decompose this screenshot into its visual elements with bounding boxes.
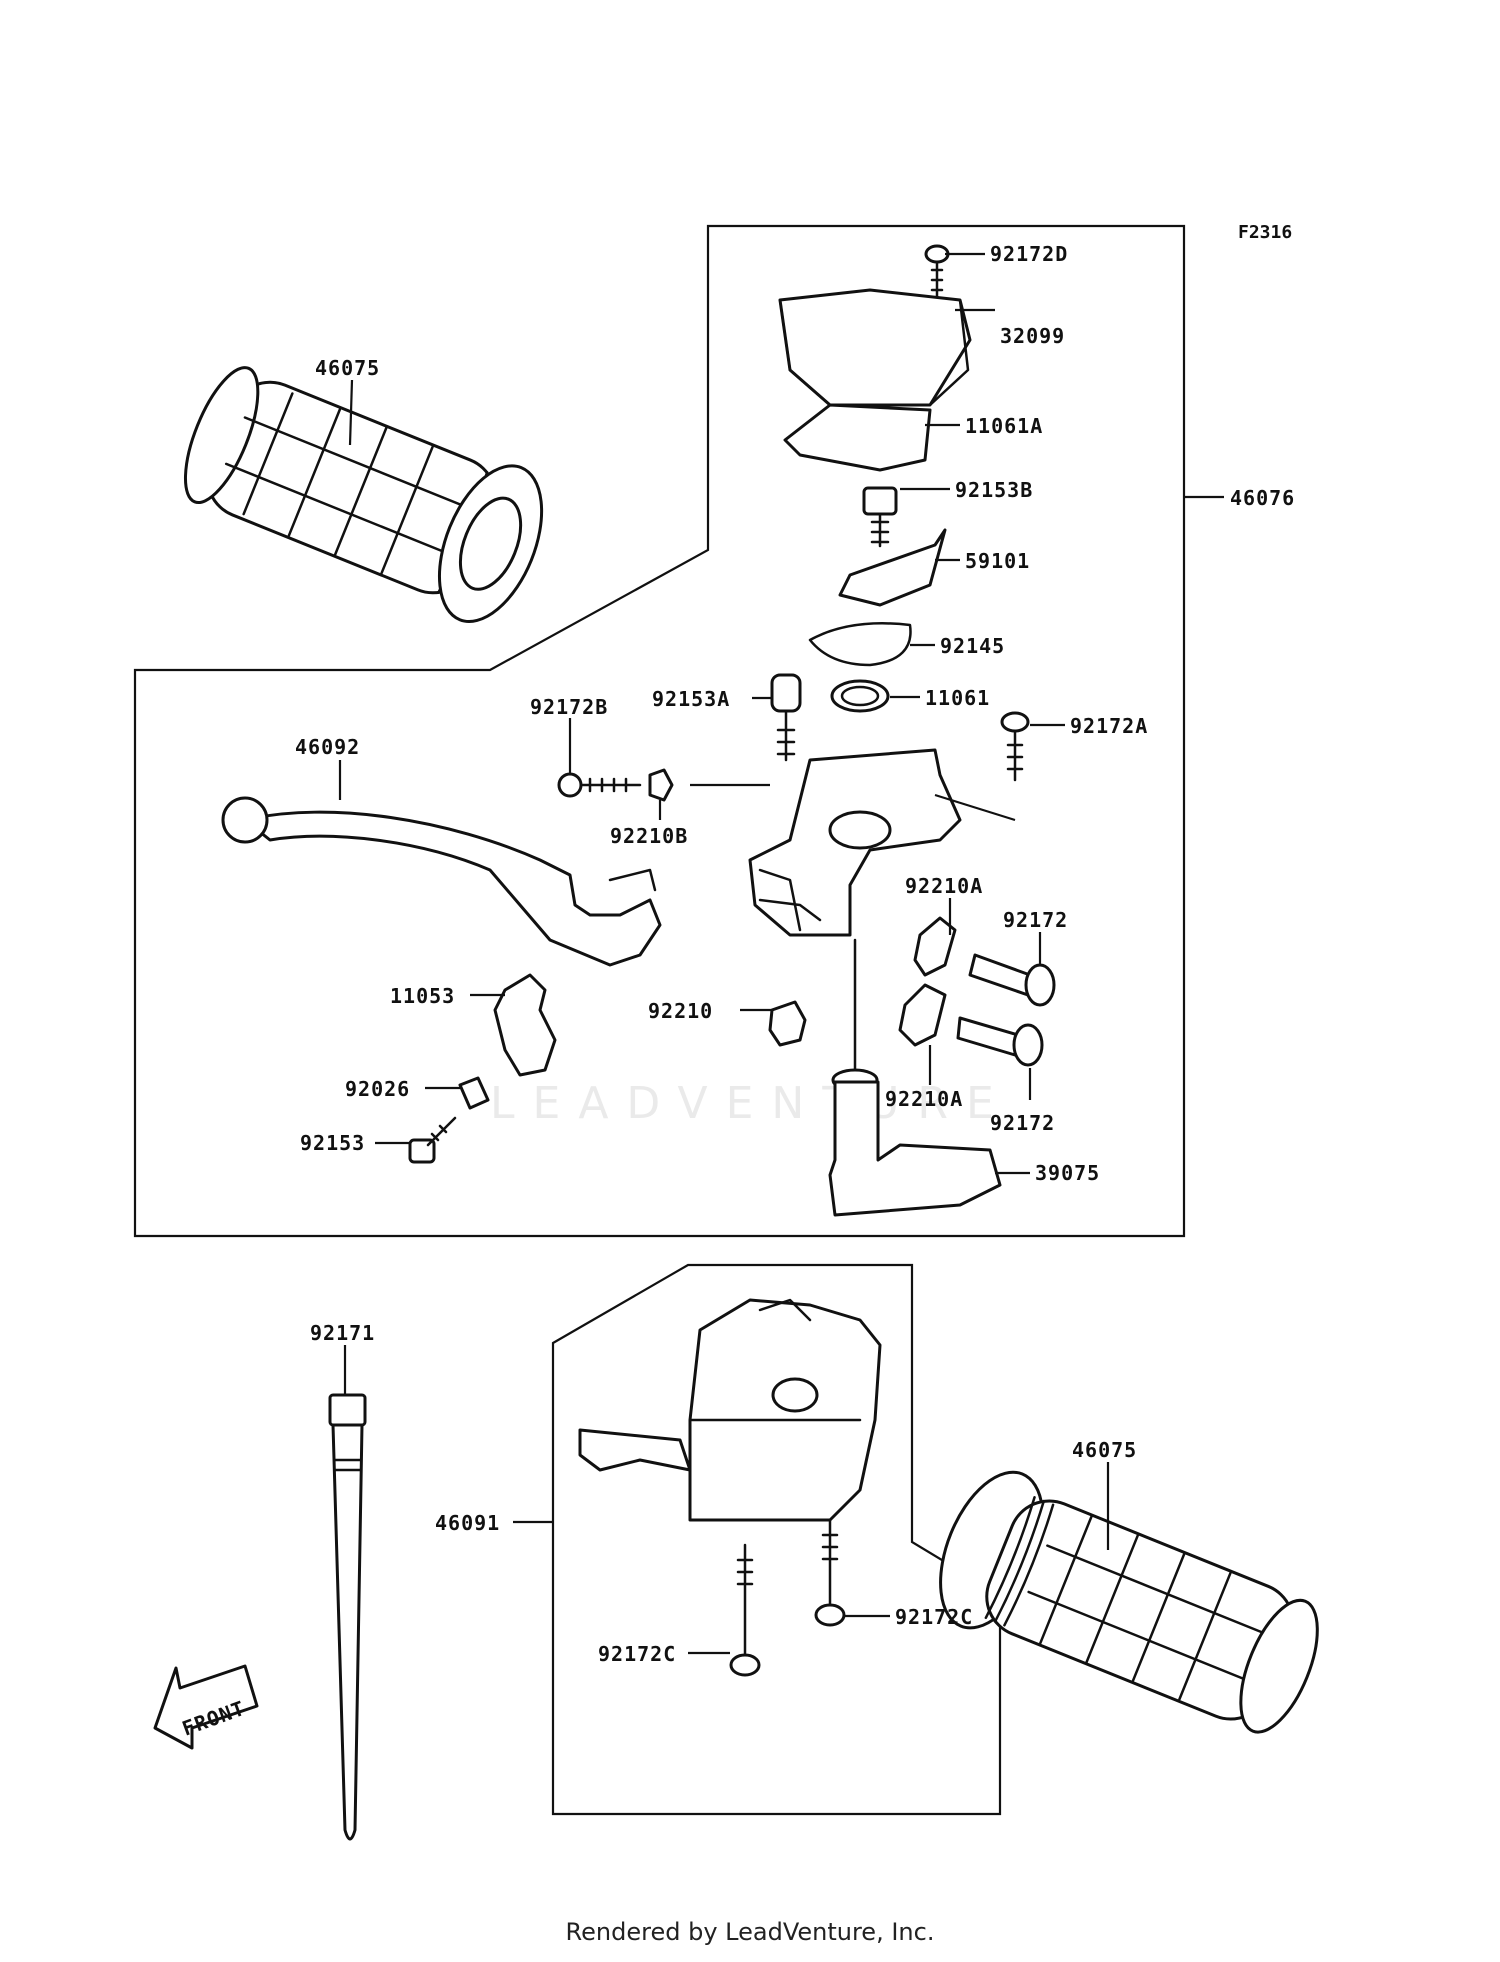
nut-92210b xyxy=(648,768,674,802)
watermark-text: LEADVENTURE xyxy=(490,1078,1012,1129)
spring-92145 xyxy=(808,622,912,667)
front-direction-arrow: FRONT xyxy=(153,1664,259,1750)
callout-92172d: 92172D xyxy=(990,242,1068,266)
screw-92172c-right xyxy=(814,1518,846,1627)
diaphragm-11061a xyxy=(783,403,932,472)
callout-92171: 92171 xyxy=(310,1321,375,1345)
screw-92172c-left xyxy=(729,1543,761,1677)
callout-46075-upper: 46075 xyxy=(315,356,380,380)
screw-92172d xyxy=(924,244,950,302)
bracket-59101 xyxy=(838,528,947,607)
callout-32099: 32099 xyxy=(1000,324,1065,348)
callout-92172c-left: 92172C xyxy=(598,1642,676,1666)
nut-92210 xyxy=(768,1000,807,1047)
callout-46092: 46092 xyxy=(295,735,360,759)
callout-11061a: 11061A xyxy=(965,414,1043,438)
callout-92210: 92210 xyxy=(648,999,713,1023)
callout-92153b: 92153B xyxy=(955,478,1033,502)
callout-92210a-upper: 92210A xyxy=(905,874,983,898)
bolt-92153a xyxy=(770,673,802,762)
callout-11053: 11053 xyxy=(390,984,455,1008)
bolt-92172b xyxy=(557,772,642,798)
callout-92172-upper: 92172 xyxy=(1003,908,1068,932)
master-cylinder-assembly-frame xyxy=(133,224,1186,1238)
handlebar-grip-upper xyxy=(183,366,544,623)
adjuster-washer-lower xyxy=(898,983,947,1047)
footer-credit: Rendered by LeadVenture, Inc. xyxy=(565,1918,935,1946)
switch-housing-46091 xyxy=(578,1298,882,1522)
brake-lever xyxy=(243,810,662,967)
callout-59101: 59101 xyxy=(965,549,1030,573)
callout-92026: 92026 xyxy=(345,1077,410,1101)
callout-92153a: 92153A xyxy=(652,687,730,711)
handlebar-grip-lower xyxy=(939,1470,1319,1734)
callout-92172b: 92172B xyxy=(530,695,608,719)
adjuster-screw-upper xyxy=(968,953,1056,1007)
callout-92153: 92153 xyxy=(300,1131,365,1155)
callout-46091: 46091 xyxy=(435,1511,500,1535)
callout-46076: 46076 xyxy=(1230,486,1295,510)
callout-92172a: 92172A xyxy=(1070,714,1148,738)
pivot-39075 xyxy=(828,938,1002,1217)
callout-92145: 92145 xyxy=(940,634,1005,658)
callout-39075: 39075 xyxy=(1035,1161,1100,1185)
callout-92172-lower: 92172 xyxy=(990,1111,1055,1135)
bolt-92153b xyxy=(862,486,898,548)
collar-92026 xyxy=(458,1076,490,1110)
holder-11053 xyxy=(493,973,557,1077)
callout-92172c-right: 92172C xyxy=(895,1605,973,1629)
adjuster-screw-lower xyxy=(956,1016,1044,1067)
cable-tie-92171 xyxy=(328,1393,367,1841)
figure-code: F2316 xyxy=(1238,222,1292,243)
bolt-92153 xyxy=(408,1116,457,1164)
screw-92172a xyxy=(1000,711,1030,782)
callout-92210a-lower: 92210A xyxy=(885,1087,963,1111)
callout-92210b: 92210B xyxy=(610,824,688,848)
callout-46075-lower: 46075 xyxy=(1072,1438,1137,1462)
adjuster-washer-upper xyxy=(913,916,957,977)
o-ring-11061 xyxy=(830,679,890,713)
callout-11061: 11061 xyxy=(925,686,990,710)
